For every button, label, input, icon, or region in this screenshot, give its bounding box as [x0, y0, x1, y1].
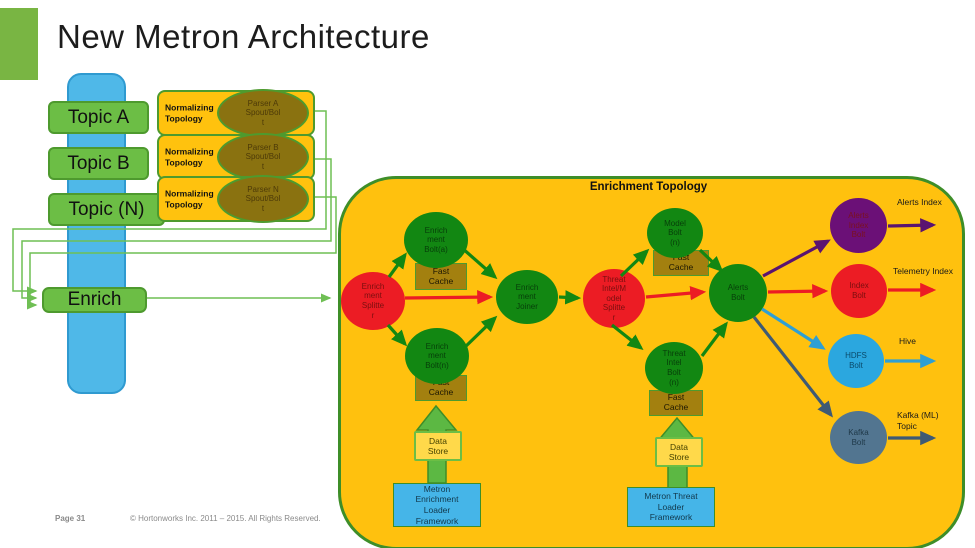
- index-bolt-node: Index Bolt: [831, 264, 887, 318]
- enrichment-bolt-n-node: Enrich ment Bolt(n): [405, 328, 469, 384]
- enrich-label: Enrich: [67, 289, 122, 310]
- alerts-index-bolt-node: Alerts Index Bolt: [830, 198, 887, 253]
- enrichment-bolt-a-node: Enrich ment Bolt(a): [404, 212, 468, 268]
- normalizing-label: Normalizing Topology: [165, 188, 214, 209]
- normalizing-topology-a: Normalizing Topology Parser A Spout/Bol …: [157, 89, 315, 137]
- topic-b-node: Topic B: [48, 147, 149, 180]
- topic-n-label: Topic (N): [68, 198, 145, 220]
- normalizing-label: Normalizing Topology: [165, 146, 214, 167]
- topic-a-node: Topic A: [48, 101, 149, 134]
- topic-a-label: Topic A: [67, 106, 130, 128]
- topic-n-node: Topic (N): [48, 193, 165, 226]
- alerts-index-output-label: Alerts Index: [897, 197, 942, 207]
- metron-enrichment-loader-framework: Metron Enrichment Loader Framework: [393, 483, 481, 527]
- topic-b-label: Topic B: [67, 152, 130, 174]
- telemetry-index-output-label: Telemetry Index: [893, 266, 953, 276]
- copyright-text: © Hortonworks Inc. 2011 – 2015. All Righ…: [130, 514, 321, 523]
- page-number: Page 31: [55, 514, 86, 523]
- data-store-box: Data Store: [414, 431, 462, 461]
- normalizing-topology-n: Normalizing Topology Parser N Spout/Bol …: [157, 175, 315, 223]
- normalizing-topology-b: Normalizing Topology Parser B Spout/Bol …: [157, 133, 315, 181]
- threat-intel-bolt-node: Threat Intel Bolt (n): [645, 342, 703, 394]
- green-accent-bar: [0, 8, 38, 80]
- enrichment-splitter-node: Enrich ment Splitte r: [341, 272, 405, 330]
- parser-a-spout-bolt: Parser A Spout/Bol t: [217, 89, 309, 137]
- hive-output-label: Hive: [899, 336, 917, 346]
- metron-threat-loader-framework: Metron Threat Loader Framework: [627, 487, 715, 527]
- page-title: New Metron Architecture: [57, 18, 430, 55]
- hdfs-bolt-node: HDFS Bolt: [828, 334, 884, 388]
- kafka-ml-topic-output-label: Kafka (ML) Topic: [897, 410, 939, 431]
- kafka-bolt-node: Kafka Bolt: [830, 411, 887, 464]
- normalizing-label: Normalizing Topology: [165, 102, 214, 123]
- enrichment-joiner-node: Enrich ment Joiner: [496, 270, 558, 324]
- data-store-box: Data Store: [655, 437, 703, 467]
- parser-b-spout-bolt: Parser B Spout/Bol t: [217, 133, 309, 181]
- parser-n-spout-bolt: Parser N Spout/Bol t: [217, 175, 309, 223]
- threat-intel-model-splitter-node: Threat Intel/M odel Splitte r: [583, 269, 645, 328]
- enrich-topic-node: Enrich: [42, 287, 147, 313]
- enrichment-topology-title: Enrichment Topology: [589, 181, 708, 193]
- model-bolt-node: Model Bolt (n): [647, 208, 703, 258]
- alerts-bolt-node: Alerts Bolt: [709, 264, 767, 322]
- fast-cache-box: Fast Cache: [649, 390, 703, 416]
